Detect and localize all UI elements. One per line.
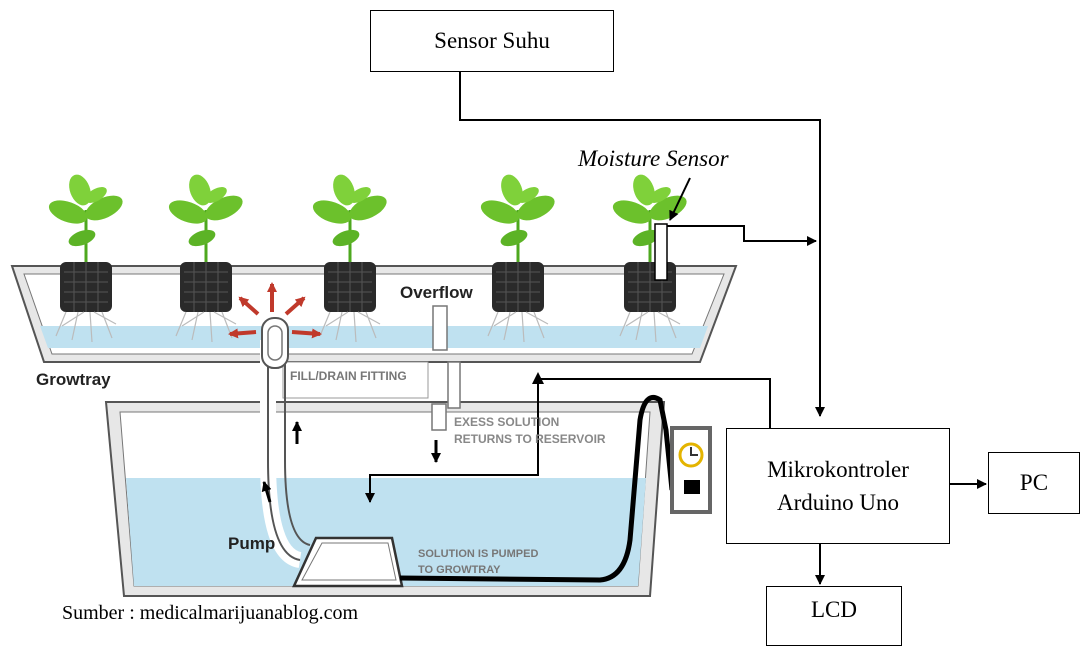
fill-drain-label: FILL/DRAIN FITTING xyxy=(290,369,407,383)
growtray-water xyxy=(40,326,708,348)
outlet-hose xyxy=(399,395,675,583)
fill-drain-tube xyxy=(260,317,429,568)
solution-pumped-line1: SOLUTION IS PUMPED xyxy=(418,548,539,560)
pump-label: Pump xyxy=(228,534,276,553)
excess-solution-line1: EXESS SOLUTION xyxy=(454,415,560,429)
mikrokontroler-label-line1: Mikrokontroler xyxy=(767,456,909,482)
reservoir-water xyxy=(126,478,646,586)
mikrokontroler-box: Mikrokontroler Arduino Uno xyxy=(726,428,950,544)
source-caption: Sumber : medicalmarijuanablog.com xyxy=(62,602,359,624)
hydroponic-system-diagram: Sensor Suhu Mikrokontroler Arduino Uno P… xyxy=(10,10,1080,646)
lcd-box: LCD xyxy=(766,586,902,646)
moisture-sensor-label: Moisture Sensor xyxy=(578,146,729,171)
pc-box: PC xyxy=(988,452,1080,514)
overflow-pipe xyxy=(432,305,448,351)
diagram-canvas xyxy=(10,70,987,597)
block-connectors xyxy=(365,70,987,585)
reservoir xyxy=(104,361,666,597)
solution-pumped-label: SOLUTION IS PUMPED TO GROWTRAY xyxy=(418,546,538,578)
black-flow-arrows xyxy=(261,421,441,503)
overflow-label: Overflow xyxy=(400,283,473,302)
sensor-suhu-box: Sensor Suhu xyxy=(370,10,614,72)
mikrokontroler-label-line2: Arduino Uno xyxy=(776,490,900,515)
timer xyxy=(670,426,712,514)
solution-pumped-line2: TO GROWTRAY xyxy=(418,564,501,576)
moisture-probe xyxy=(654,223,668,281)
growtray-label: Growtray xyxy=(36,370,111,389)
excess-solution-label: EXESS SOLUTION RETURNS TO RESERVOIR xyxy=(454,414,606,448)
lcd-label: LCD xyxy=(811,597,857,622)
pump xyxy=(292,536,404,588)
excess-solution-line2: RETURNS TO RESERVOIR xyxy=(454,432,606,446)
plants xyxy=(48,174,687,343)
pc-label: PC xyxy=(1019,470,1049,495)
red-flow-arrows xyxy=(228,282,322,339)
sensor-suhu-label: Sensor Suhu xyxy=(434,28,550,53)
